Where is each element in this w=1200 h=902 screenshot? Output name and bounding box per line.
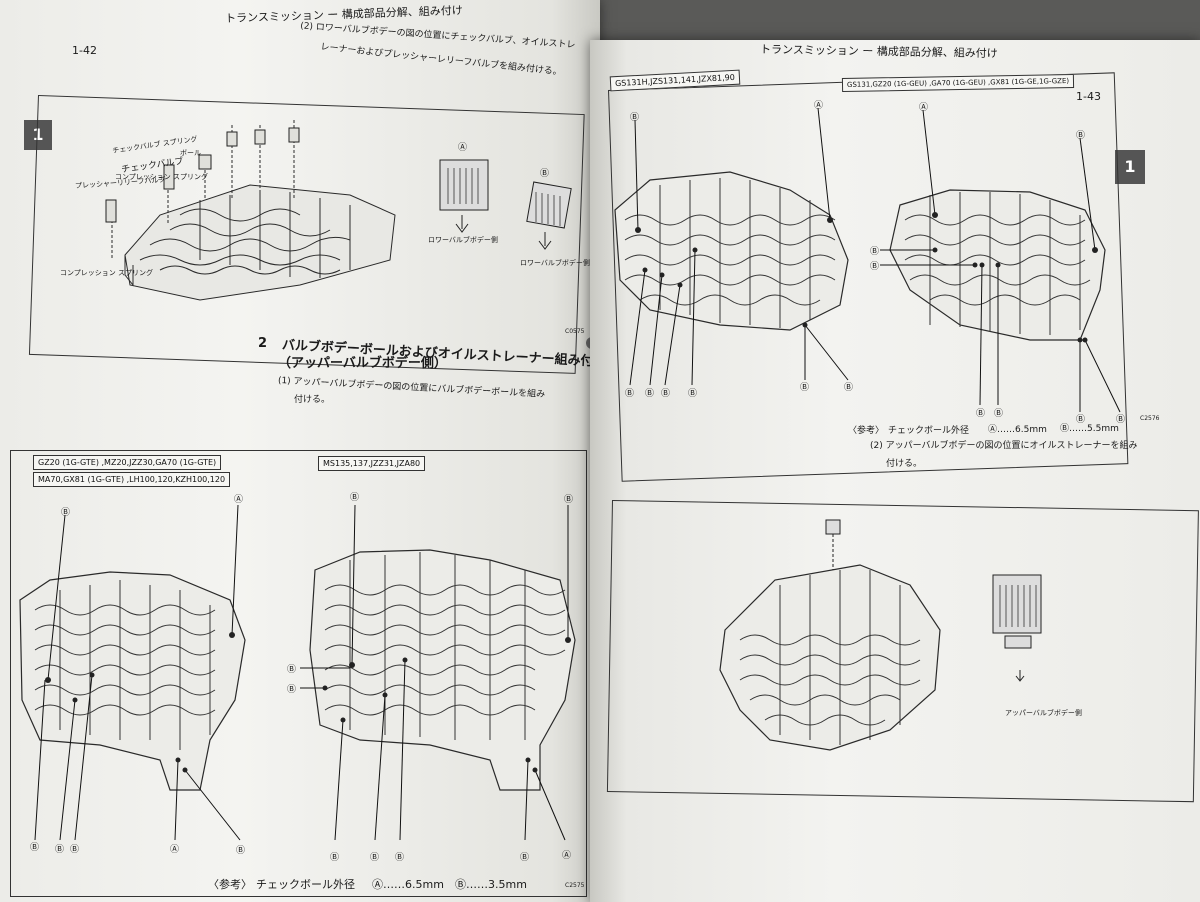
page-number-left: 1-42: [72, 44, 97, 57]
marker-a: Ⓐ: [814, 101, 824, 111]
section-title-line2: （アッパーバルブボデー側）: [278, 356, 447, 371]
marker-a-fig1: Ⓐ: [458, 143, 468, 153]
marker-b: Ⓑ: [800, 383, 810, 393]
ref-b-right: Ⓑ……5.5mm: [1060, 424, 1119, 434]
label-lower-side-2: ロワーバルブボデー側: [520, 259, 590, 267]
ref-a-left: Ⓐ……6.5mm: [372, 878, 444, 891]
marker-b: Ⓑ: [287, 665, 297, 675]
label-lower-side-1: ロワーバルブボデー側: [428, 236, 498, 244]
label-compression-spring-2: コンプレッション スプリング: [60, 269, 154, 277]
marker-b: Ⓑ: [287, 685, 297, 695]
upper-valve-body-drawings: [19, 504, 576, 841]
marker-b: Ⓑ: [520, 853, 530, 863]
lower-valve-body-drawing: [105, 120, 572, 301]
marker-b: Ⓑ: [1116, 415, 1126, 425]
left-page: 1-42 トランスミッション ー 構成部品分解、組み付け (2) ロワーバルブボ…: [0, 0, 607, 902]
ref-a-right: Ⓐ……6.5mm: [988, 425, 1047, 435]
upper-valve-body-drawings-2: [614, 107, 1121, 413]
label-ball: ボール: [180, 149, 201, 157]
marker-b: Ⓑ: [395, 853, 405, 863]
ref-title-right: チェックボール外径: [888, 426, 970, 436]
fig1-code: C0575: [565, 328, 585, 335]
marker-b: Ⓑ: [564, 495, 574, 505]
marker-b: Ⓑ: [870, 247, 880, 257]
marker-b: Ⓑ: [70, 845, 80, 855]
page-number-right: 1-43: [1076, 90, 1101, 103]
ref-title-left: チェックボール外径: [256, 878, 355, 891]
marker-a: Ⓐ: [919, 103, 929, 113]
marker-b: Ⓑ: [976, 409, 986, 419]
step2-line2-right: 付ける。: [886, 459, 923, 469]
marker-b: Ⓑ: [350, 493, 360, 503]
marker-a: Ⓐ: [170, 845, 180, 855]
marker-b: Ⓑ: [1076, 131, 1086, 141]
marker-b: Ⓑ: [994, 409, 1004, 419]
model-tag-right: MS135,137,JZZ31,JZA80: [318, 456, 426, 471]
step2-line1-right: (2) アッパーバルブボデーの図の位置にオイルストレーナーを組み: [870, 441, 1138, 451]
marker-b: Ⓑ: [625, 389, 635, 399]
ref-label-left: 〈参考〉: [208, 878, 252, 891]
marker-b: Ⓑ: [844, 383, 854, 393]
marker-b: Ⓑ: [688, 389, 698, 399]
chapter-tab-left: 1: [24, 120, 52, 150]
figure-upper-valve-body: [10, 450, 587, 897]
section-step1-line2: 付ける。: [294, 395, 331, 405]
fig-code-right: C2576: [1140, 415, 1160, 422]
marker-b: Ⓑ: [661, 389, 671, 399]
label-compression-spring: コンプレッション スプリング: [115, 173, 209, 181]
ref-b-left: Ⓑ……3.5mm: [455, 878, 527, 891]
fig2-code: C2575: [565, 882, 585, 889]
marker-b: Ⓑ: [370, 853, 380, 863]
ref-label-right: 〈参考〉: [848, 426, 885, 436]
marker-b: Ⓑ: [236, 846, 246, 856]
marker-b: Ⓑ: [1076, 415, 1086, 425]
marker-b-fig1: Ⓑ: [540, 169, 550, 179]
marker-b: Ⓑ: [30, 843, 40, 853]
model-tag-left-1: GZ20 (1G-GTE) ,MZ20,JZZ30,GA70 (1G-GTE): [33, 455, 222, 470]
marker-b: Ⓑ: [61, 508, 71, 518]
marker-b: Ⓑ: [870, 262, 880, 272]
marker-a: Ⓐ: [234, 495, 244, 505]
marker-b: Ⓑ: [645, 389, 655, 399]
section-number: 2: [258, 336, 268, 351]
model-tag-left-2: MA70,GX81 (1G-GTE) ,LH100,120,KZH100,120: [33, 472, 231, 487]
oil-strainer-drawing: [719, 519, 1042, 751]
chapter-tab-right: 1: [1115, 150, 1145, 184]
marker-b: Ⓑ: [630, 113, 640, 123]
right-page: トランスミッション ー 構成部品分解、組み付け 1-43 1 GS131H,JZ…: [590, 40, 1200, 902]
marker-b: Ⓑ: [330, 853, 340, 863]
marker-a: Ⓐ: [562, 851, 572, 861]
label-upper-side: アッパーバルブボデー側: [1005, 709, 1082, 717]
marker-b: Ⓑ: [55, 845, 65, 855]
